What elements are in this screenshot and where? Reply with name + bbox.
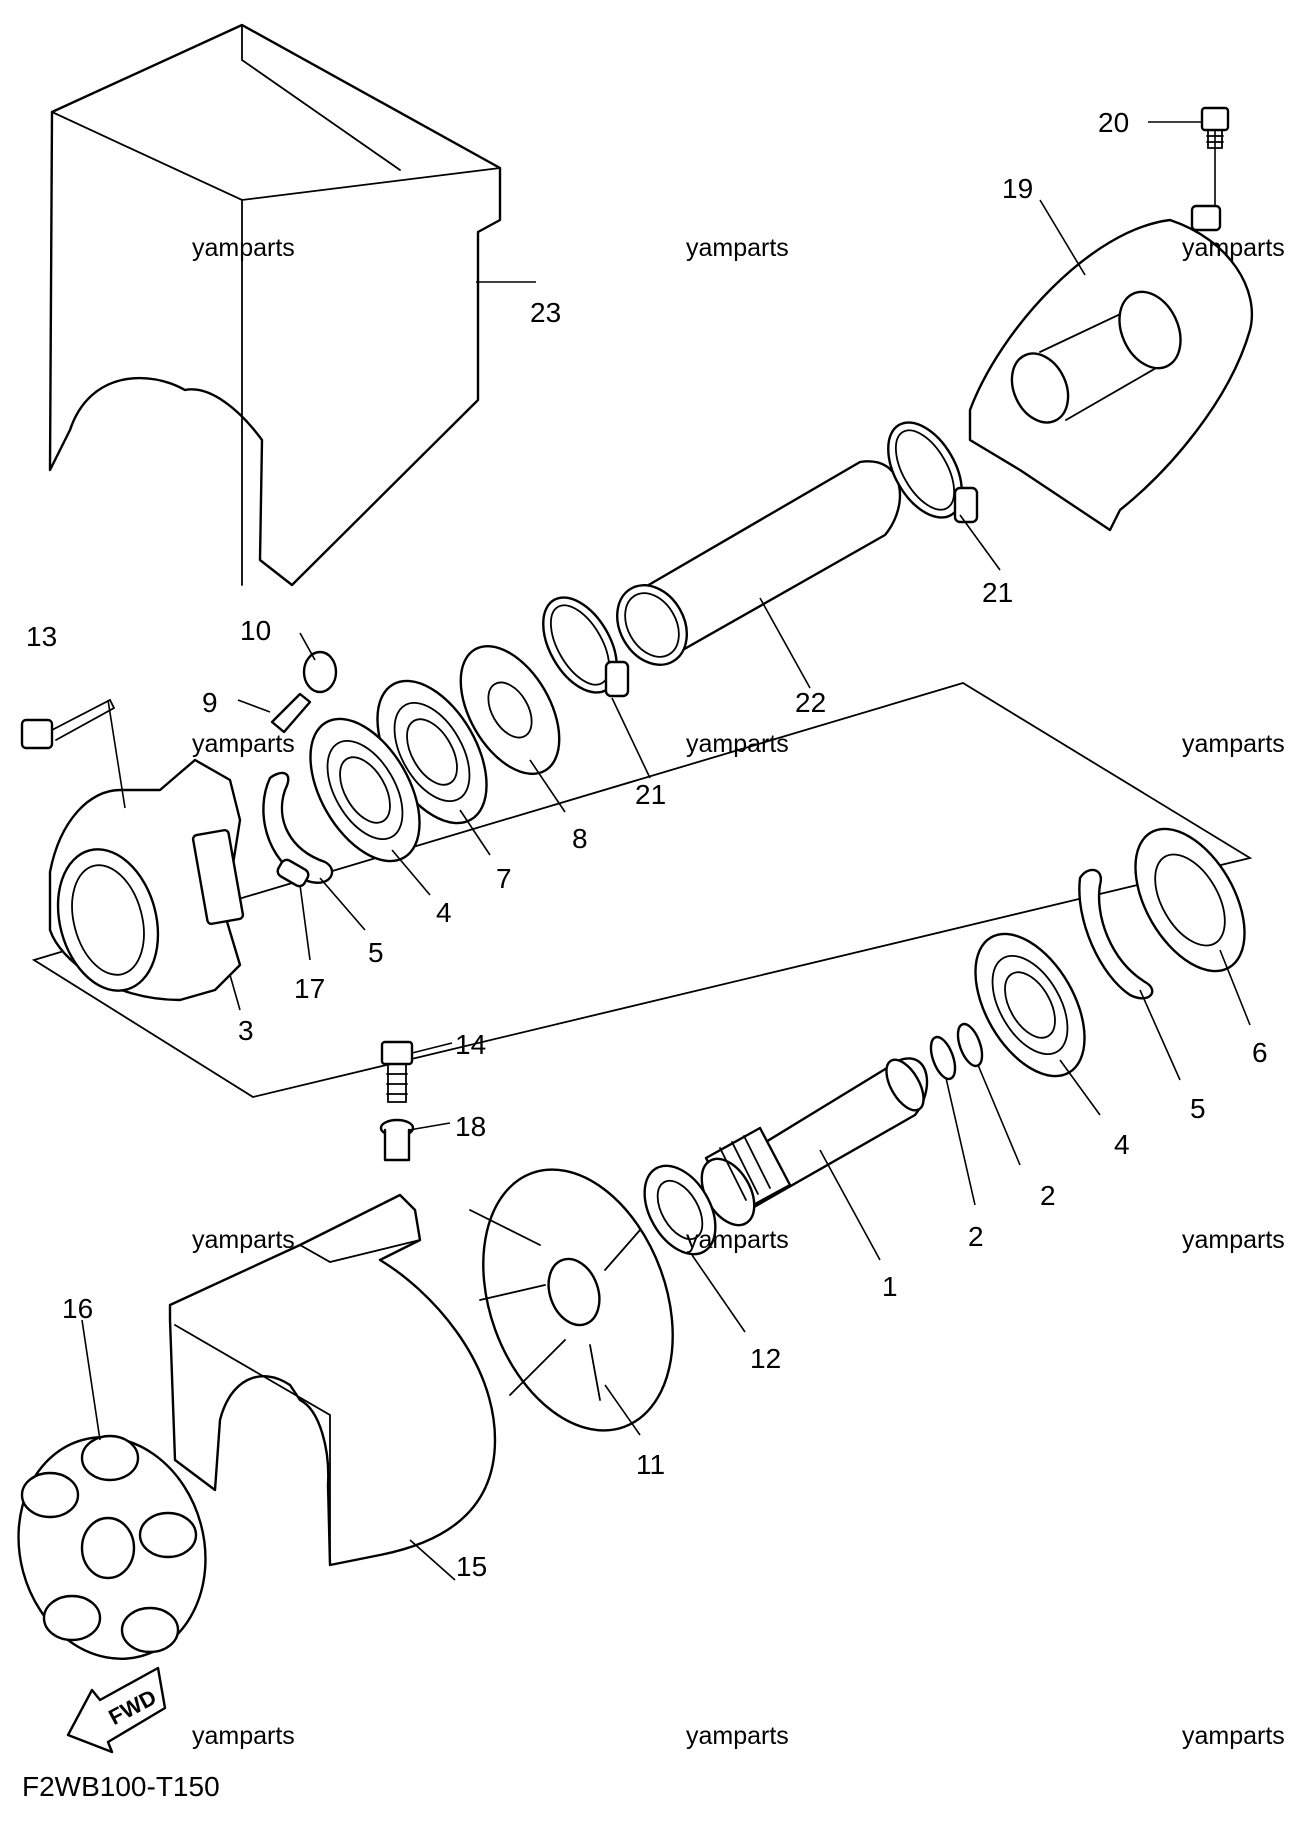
o-ring-2b-part	[956, 1022, 984, 1068]
callout-11: 11	[636, 1449, 665, 1480]
diagram-code: F2WB100-T150	[22, 1771, 220, 1802]
callout-14: 14	[455, 1029, 486, 1060]
fwd-arrow: FWD	[66, 1666, 167, 1754]
coupler-part	[17, 1434, 207, 1660]
callout-16: 16	[62, 1293, 93, 1324]
callout-18: 18	[455, 1111, 486, 1142]
watermark: yamparts	[1182, 1226, 1285, 1254]
watermark: yamparts	[192, 234, 295, 262]
watermark: yamparts	[686, 730, 789, 758]
callout-21-upper: 21	[982, 577, 1013, 608]
callout-2-right: 2	[1040, 1180, 1056, 1211]
pin-17-part	[276, 858, 310, 888]
watermark: yamparts	[192, 1226, 295, 1254]
clamp-upper-part	[887, 421, 979, 524]
watermark: yamparts	[192, 730, 295, 758]
callouts: 23 20 19 21 22 21 13 10 9 8 7 4 5 17 3 6…	[26, 107, 1268, 1582]
callout-4-upper: 4	[436, 897, 452, 928]
bearing-4-lower-part	[974, 932, 1086, 1078]
watermark: yamparts	[1182, 1722, 1285, 1750]
collar-18-part	[379, 1118, 415, 1162]
callout-20: 20	[1098, 107, 1129, 138]
callout-8: 8	[572, 823, 588, 854]
nozzle-part	[968, 204, 1254, 532]
housing-part	[48, 758, 245, 1002]
watermark: yamparts	[1182, 730, 1285, 758]
callout-17: 17	[294, 973, 325, 1004]
shaft-part	[700, 1057, 929, 1227]
bolt-13-part	[20, 698, 116, 750]
watermark: yamparts	[192, 1722, 295, 1750]
seal-8-part	[459, 644, 561, 776]
callout-13: 13	[26, 621, 57, 652]
callout-10: 10	[240, 615, 271, 646]
ring-12-part	[643, 1164, 717, 1256]
clamp-lower-part	[542, 596, 630, 698]
bearing-4-upper-part	[309, 717, 421, 863]
watermark: yamparts	[686, 1226, 789, 1254]
callout-19: 19	[1002, 173, 1033, 204]
cap-10-part	[302, 650, 338, 694]
fitting-9-part	[270, 692, 312, 734]
o-ring-2a-part	[929, 1035, 957, 1081]
circlip-5-lower-part	[1078, 868, 1154, 1000]
bolt-14-part	[380, 1040, 414, 1103]
bearing-6-part	[1134, 827, 1246, 973]
assembly-frame	[31, 682, 1253, 1098]
cover-part	[48, 23, 502, 587]
watermarks: yamparts yamparts yamparts yamparts yamp…	[192, 234, 1285, 1750]
callout-5-lower: 5	[1190, 1093, 1206, 1124]
impeller-part	[469, 1168, 674, 1432]
callout-15: 15	[456, 1551, 487, 1582]
callout-6: 6	[1252, 1037, 1268, 1068]
callout-2-left: 2	[968, 1221, 984, 1252]
callout-4-lower: 4	[1114, 1129, 1130, 1160]
callout-21-lower: 21	[635, 779, 666, 810]
callout-3: 3	[238, 1015, 254, 1046]
callout-5-upper: 5	[368, 937, 384, 968]
watermark: yamparts	[686, 1722, 789, 1750]
callout-1: 1	[882, 1271, 898, 1302]
callout-7: 7	[496, 863, 512, 894]
tube-part	[616, 460, 902, 666]
watermark: yamparts	[1182, 234, 1285, 262]
callout-9: 9	[202, 687, 218, 718]
callout-12: 12	[750, 1343, 781, 1374]
impeller-housing-part	[168, 1193, 497, 1567]
callout-22: 22	[795, 687, 826, 718]
callout-23: 23	[530, 297, 561, 328]
leader-lines	[81, 121, 1251, 1581]
watermark: yamparts	[686, 234, 789, 262]
circlip-5-upper-part	[262, 771, 334, 884]
